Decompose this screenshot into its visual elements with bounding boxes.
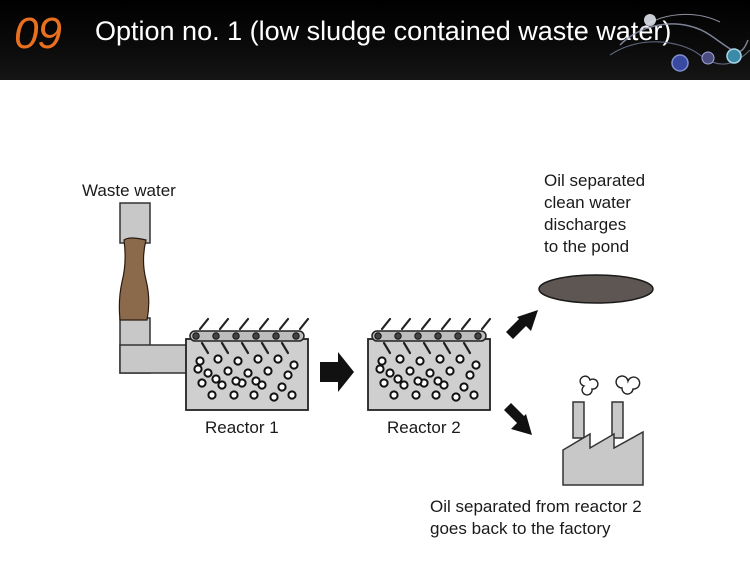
smoke-icon <box>615 375 641 395</box>
swirl-decoration-icon <box>609 13 750 72</box>
pond-label-line: Oil separated <box>544 171 646 190</box>
pond-label: Oil separated clean water discharges to … <box>544 170 645 258</box>
factory-label: Oil separated from reactor 2 goes back t… <box>430 496 642 540</box>
factory-label-line: Oil separated from reactor 2 <box>430 497 642 516</box>
waste-water-label: Waste water <box>82 181 176 200</box>
pond-label-line: clean water <box>544 193 631 212</box>
factory-icon <box>562 375 644 486</box>
header-bar: 09 Option no. 1 (low sludge contained wa… <box>0 0 750 80</box>
inlet-pipe <box>119 202 189 374</box>
reactor-1-icon <box>185 317 310 411</box>
waste-water-stream <box>118 237 150 321</box>
pond-icon <box>538 274 654 304</box>
reactor-1-label: Reactor 1 <box>205 418 279 437</box>
smoke-icon <box>579 375 599 396</box>
slide-title: Option no. 1 (low sludge contained waste… <box>95 16 672 46</box>
arrow-reactor1-to-reactor2 <box>320 352 354 392</box>
arrow-to-pond <box>506 310 538 339</box>
pond-label-line: to the pond <box>544 237 630 256</box>
reactor-2-icon <box>367 317 492 411</box>
factory-label-line: goes back to the factory <box>430 519 611 538</box>
pond-label-line: discharges <box>544 215 627 234</box>
slide-number: 09 <box>14 9 62 58</box>
reactor-2-label: Reactor 2 <box>387 418 461 437</box>
arrow-to-factory <box>504 403 532 435</box>
